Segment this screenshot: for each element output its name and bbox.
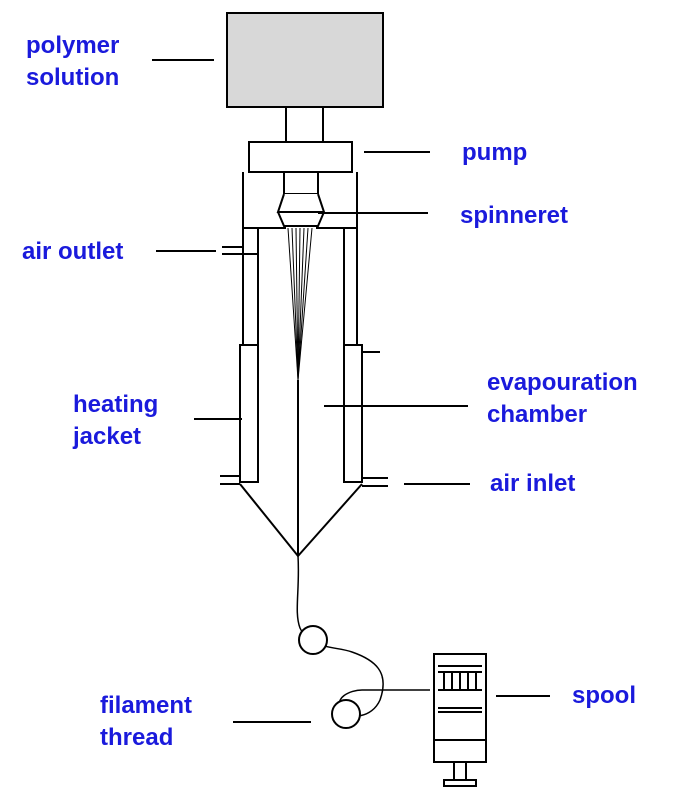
label-air-outlet: air outlet [22,238,124,265]
label-spinneret: spinneret [460,202,569,229]
roller-upper [298,625,328,655]
roller-lower [331,699,361,729]
pump-block [248,141,353,173]
spinneret [276,171,326,227]
label-polymer-solution-line1: polymer [26,32,120,59]
label-filament-thread-line2: thread [100,724,174,751]
leader-lines [152,59,550,723]
label-evapouration-chamber-line1: evapouration [487,369,638,396]
label-evapouration-chamber: evapouration chamber [487,367,638,431]
label-heating-jacket-line2: jacket [73,423,142,450]
label-polymer-solution-line2: solution [26,64,120,91]
heating-jacket [220,344,380,485]
polymer-solution-reservoir [226,12,384,108]
label-polymer-solution: polymer solution [26,30,119,94]
label-spool: spool [572,682,636,709]
label-heating-jacket-line1: heating [73,391,159,418]
feed-pipe [285,106,324,143]
chamber-cone [239,483,363,558]
label-air-inlet: air inlet [490,470,576,497]
label-filament-thread: filament thread [100,690,192,754]
label-pump: pump [462,139,528,166]
air-inlet-pipe [362,477,388,487]
label-filament-thread-line1: filament [100,692,193,719]
air-outlet-pipe [222,246,258,255]
label-evapouration-chamber-line2: chamber [487,401,588,428]
spool-device [433,653,487,787]
label-heating-jacket: heating jacket [73,389,158,453]
filament-fibers [287,227,313,556]
